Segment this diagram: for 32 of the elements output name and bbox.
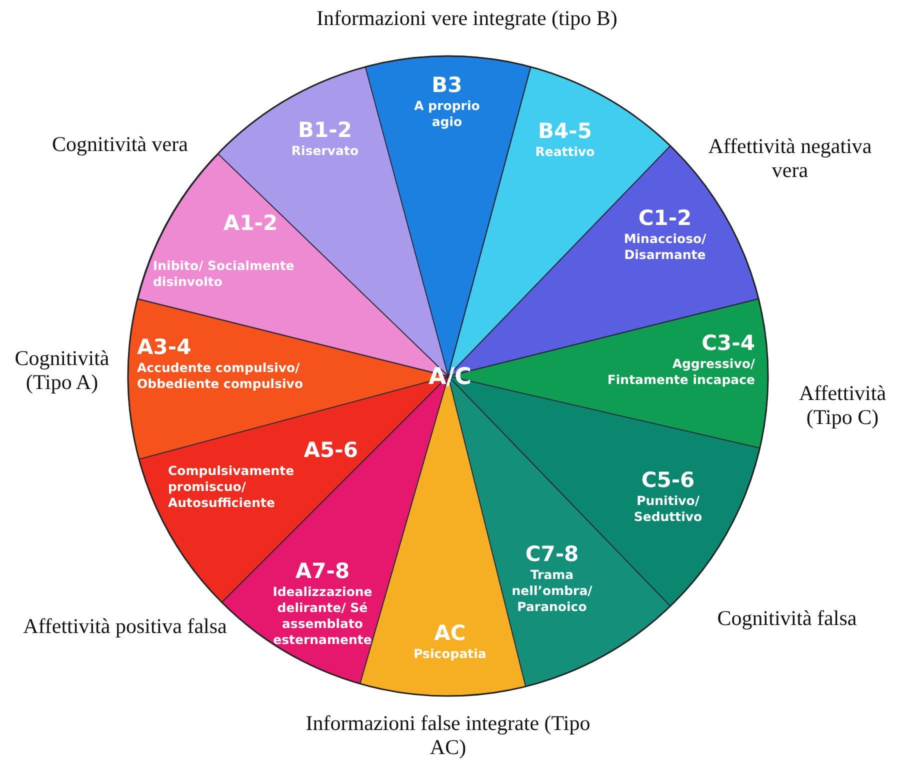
sector-description: Reattivo [534, 144, 596, 160]
axis-label: Cognitività falsa [716, 606, 858, 630]
sector-description: A proprio agio [413, 98, 481, 130]
sector-code: C7-8 [525, 541, 579, 567]
axis-label: Informazioni vere integrate (tipo B) [316, 6, 618, 30]
sector-code: B1-2 [298, 116, 352, 143]
axis-label: Affettività (Tipo C) [798, 381, 888, 429]
sector-description: Psicopatia [412, 646, 488, 662]
sector-code: B3 [432, 72, 462, 98]
sector-description: Compulsivamente promiscuo/ Autosufficiente [168, 463, 296, 511]
sector-description: Inibito/ Socialmente disinvolto [152, 258, 296, 290]
axis-label: Affettività negativa vera [707, 134, 873, 182]
sector-description: Aggressivo/ Fintamente incapace [606, 356, 755, 388]
sector-code: C5-6 [641, 467, 695, 493]
sector-description: Punitivo/ Seduttivo [632, 493, 704, 525]
sector-description: Trama nell’ombra/ Paranoico [510, 567, 594, 615]
axis-label: Cognitività vera [51, 132, 189, 156]
sector-description: Riservato [290, 142, 360, 159]
sector-code: C1-2 [638, 204, 692, 231]
axis-label: Informazioni false integrate (Tipo AC) [304, 711, 592, 759]
sector-description: Minaccioso/ Disarmante [622, 230, 708, 263]
sector-code: A1-2 [223, 210, 278, 236]
axis-label: Cognitività (Tipo A) [14, 346, 110, 394]
sector-code: C3-4 [702, 330, 755, 356]
sector-description: Idealizzazione delirante/ Sé assemblato esternamente [272, 584, 374, 648]
sector-code: A7-8 [295, 558, 350, 584]
sector-code: A5-6 [304, 437, 358, 463]
sector-code: B4-5 [538, 118, 592, 144]
sector-code: AC [434, 620, 466, 646]
sector-code: A3-4 [137, 334, 192, 360]
axis-label: Affettività positiva falsa [22, 614, 228, 638]
sector-description: Accudente compulsivo/ Obbediente compulsivo [137, 360, 304, 392]
